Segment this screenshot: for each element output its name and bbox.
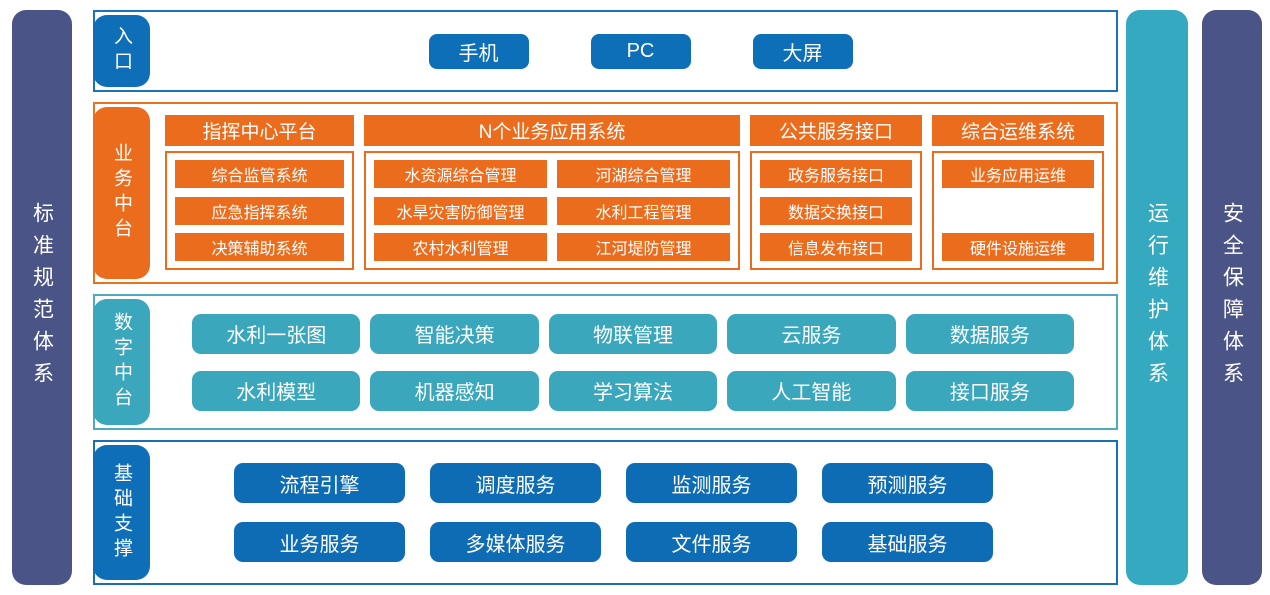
diagram-chip: 机器感知 [370, 370, 539, 411]
diagram-chip: 基础服务 [822, 522, 993, 562]
entry-content: 手机 PC 大屏 [165, 12, 1116, 90]
diagram-chip: 智能决策 [370, 313, 539, 354]
section-ops-system-title: 综合运维系统 [932, 115, 1104, 146]
diagram-item: 综合监管系统 [175, 160, 344, 188]
foundation-row-2: 业务服务 多媒体服务 文件服务 基础服务 [234, 522, 1116, 562]
foundation-content: 流程引擎 调度服务 监测服务 预测服务 业务服务 多媒体服务 文件服务 基础服务 [95, 442, 1116, 583]
section-business-apps-body: 水资源综合管理 河湖综合管理 水旱灾害防御管理 水利工程管理 农村水利管理 江河… [364, 151, 740, 270]
diagram-chip: 数据服务 [905, 313, 1075, 354]
diagram-chip: 流程引擎 [234, 463, 405, 503]
diagram-item: 水利工程管理 [557, 196, 730, 225]
section-public-interfaces-body: 政务服务接口 数据交换接口 信息发布接口 [750, 151, 922, 270]
diagram-chip: 监测服务 [626, 463, 797, 503]
diagram-chip: 云服务 [727, 313, 896, 354]
digital-row-2: 水利模型 机器感知 学习算法 人工智能 接口服务 [192, 370, 1075, 411]
diagram-item: 政务服务接口 [760, 160, 912, 188]
tab-business-label: 业务中台 [111, 143, 132, 243]
tab-digital-label: 数字中台 [111, 312, 132, 412]
row-business: 业务中台 指挥中心平台 综合监管系统 应急指挥系统 决策辅助系统 N个业务应用系… [93, 102, 1118, 284]
row-entry: 入口 手机 PC 大屏 [93, 10, 1118, 92]
diagram-item: 江河堤防管理 [557, 233, 730, 261]
diagram-item: 农村水利管理 [374, 233, 547, 261]
entry-chip-mobile: 手机 [428, 33, 529, 69]
digital-content: 水利一张图 智能决策 物联管理 云服务 数据服务 水利模型 机器感知 学习算法 … [95, 296, 1116, 428]
diagram-chip: 文件服务 [626, 522, 797, 562]
diagram-item: 业务应用运维 [942, 160, 1094, 188]
section-public-interfaces-title: 公共服务接口 [750, 115, 922, 146]
tab-digital: 数字中台 [93, 299, 150, 425]
entry-chip-pc: PC [590, 33, 691, 69]
pillar-security-label: 安全保障体系 [1220, 201, 1244, 394]
section-ops-system: 综合运维系统 业务应用运维 硬件设施运维 [932, 115, 1104, 270]
entry-chip-bigscreen: 大屏 [752, 33, 853, 69]
section-command-center-title: 指挥中心平台 [165, 115, 354, 146]
row-digital: 数字中台 水利一张图 智能决策 物联管理 云服务 数据服务 水利模型 机器感知 … [93, 294, 1118, 430]
diagram-item: 水资源综合管理 [374, 160, 547, 188]
diagram-chip: 人工智能 [727, 370, 896, 411]
diagram-item: 信息发布接口 [760, 233, 912, 261]
diagram-item: 硬件设施运维 [942, 233, 1094, 261]
diagram-item: 数据交换接口 [760, 196, 912, 225]
pillar-standards: 标准规范体系 [12, 10, 72, 585]
diagram-chip: 物联管理 [548, 313, 718, 354]
diagram-item: 应急指挥系统 [175, 196, 344, 225]
diagram-chip: 多媒体服务 [430, 522, 601, 562]
diagram-chip: 预测服务 [822, 463, 993, 503]
row-foundation: 基础支撑 流程引擎 调度服务 监测服务 预测服务 业务服务 多媒体服务 文件服务… [93, 440, 1118, 585]
section-business-apps-title: N个业务应用系统 [364, 115, 740, 146]
diagram-chip: 水利模型 [192, 370, 361, 411]
business-content: 指挥中心平台 综合监管系统 应急指挥系统 决策辅助系统 N个业务应用系统 水资源… [95, 104, 1116, 282]
digital-row-1: 水利一张图 智能决策 物联管理 云服务 数据服务 [192, 313, 1075, 354]
diagram-item: 河湖综合管理 [557, 160, 730, 188]
diagram-item: 水旱灾害防御管理 [374, 196, 547, 225]
diagram-chip: 调度服务 [430, 463, 601, 503]
foundation-row-1: 流程引擎 调度服务 监测服务 预测服务 [234, 463, 1116, 503]
section-business-apps: N个业务应用系统 水资源综合管理 河湖综合管理 水旱灾害防御管理 水利工程管理 … [364, 115, 740, 270]
pillar-operations-label: 运行维护体系 [1145, 201, 1169, 394]
section-ops-system-body: 业务应用运维 硬件设施运维 [932, 151, 1104, 270]
pillar-standards-label: 标准规范体系 [30, 201, 54, 394]
section-public-interfaces: 公共服务接口 政务服务接口 数据交换接口 信息发布接口 [750, 115, 922, 270]
tab-entry: 入口 [93, 15, 150, 87]
pillar-operations: 运行维护体系 [1126, 10, 1188, 585]
diagram-chip: 业务服务 [234, 522, 405, 562]
diagram-item: 决策辅助系统 [175, 233, 344, 261]
pillar-security: 安全保障体系 [1202, 10, 1262, 585]
tab-foundation-label: 基础支撑 [111, 462, 132, 563]
diagram-chip: 学习算法 [548, 370, 718, 411]
diagram-chip: 接口服务 [905, 370, 1075, 411]
tab-foundation: 基础支撑 [93, 445, 150, 580]
diagram-chip: 水利一张图 [192, 313, 361, 354]
tab-entry-label: 入口 [111, 26, 132, 76]
section-command-center: 指挥中心平台 综合监管系统 应急指挥系统 决策辅助系统 [165, 115, 354, 270]
section-command-center-body: 综合监管系统 应急指挥系统 决策辅助系统 [165, 151, 354, 270]
tab-business: 业务中台 [93, 107, 150, 279]
